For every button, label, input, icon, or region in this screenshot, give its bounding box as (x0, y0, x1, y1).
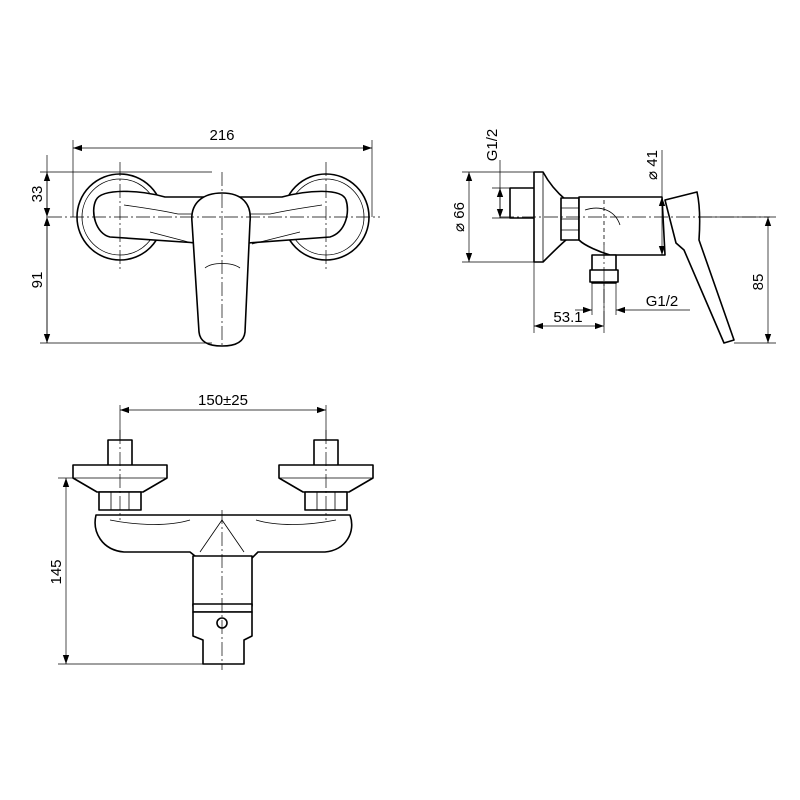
front-view: 216 33 91 (29, 127, 380, 347)
body-edge-lines (149, 231, 301, 245)
side-height-label: 85 (750, 274, 767, 291)
inlet-connector (509, 187, 537, 219)
outlet-thread-label: G1/2 (646, 293, 679, 310)
offset-label: 53.1 (553, 309, 582, 326)
spout-cap (192, 611, 253, 665)
body-stem (192, 555, 253, 607)
top-height-label: 33 (29, 186, 46, 203)
spacing-label: 150±25 (198, 392, 248, 409)
cartridge-ring (192, 603, 253, 613)
bottom-height-label: 91 (29, 272, 46, 289)
top-view: 150±25 145 (48, 392, 374, 670)
body-dia-label: ⌀ 41 (644, 150, 661, 180)
width-label: 216 (209, 127, 234, 144)
lever-handle (191, 192, 251, 347)
flange-dia-label: ⌀ 66 (451, 202, 468, 232)
depth-label: 145 (48, 559, 65, 584)
body-curve (584, 207, 621, 226)
side-view: G1/2 ⌀ 66 ⌀ 41 53.1 G1/2 85 (451, 129, 776, 344)
side-lever (664, 191, 735, 344)
body-cylinder (578, 196, 666, 256)
inlet-thread-label: G1/2 (484, 129, 501, 162)
